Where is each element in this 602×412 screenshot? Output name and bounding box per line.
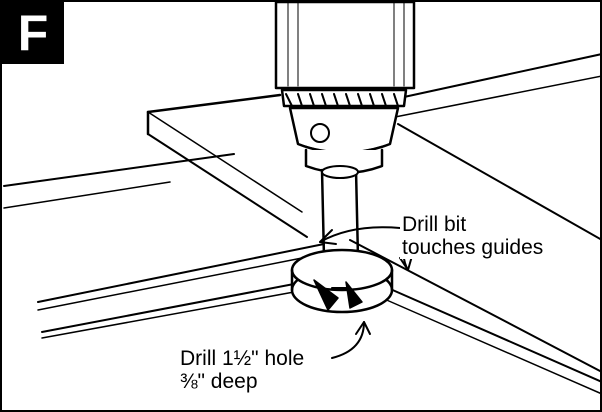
forstner-bit-head bbox=[290, 248, 394, 314]
hole-callout-line2: ⅜" deep bbox=[180, 370, 258, 393]
drill-body bbox=[274, 2, 416, 90]
drill-bit-callout-line1: Drill bit bbox=[402, 213, 467, 236]
hole-callout: Drill 1½" hole ⅜" deep bbox=[178, 347, 307, 393]
hole-callout-line1: Drill 1½" hole bbox=[180, 347, 305, 370]
drill-chuck bbox=[280, 88, 408, 175]
left-guide bbox=[37, 243, 325, 339]
drill-bit-callout: Drill bit touches guides bbox=[400, 213, 546, 259]
top-panel bbox=[146, 53, 600, 241]
back-rail bbox=[3, 153, 235, 209]
drill-bit-callout-line2: touches guides bbox=[402, 236, 544, 259]
right-guide bbox=[349, 239, 600, 394]
drill-bit-shaft bbox=[320, 165, 360, 260]
step-letter-badge: F bbox=[2, 2, 64, 64]
